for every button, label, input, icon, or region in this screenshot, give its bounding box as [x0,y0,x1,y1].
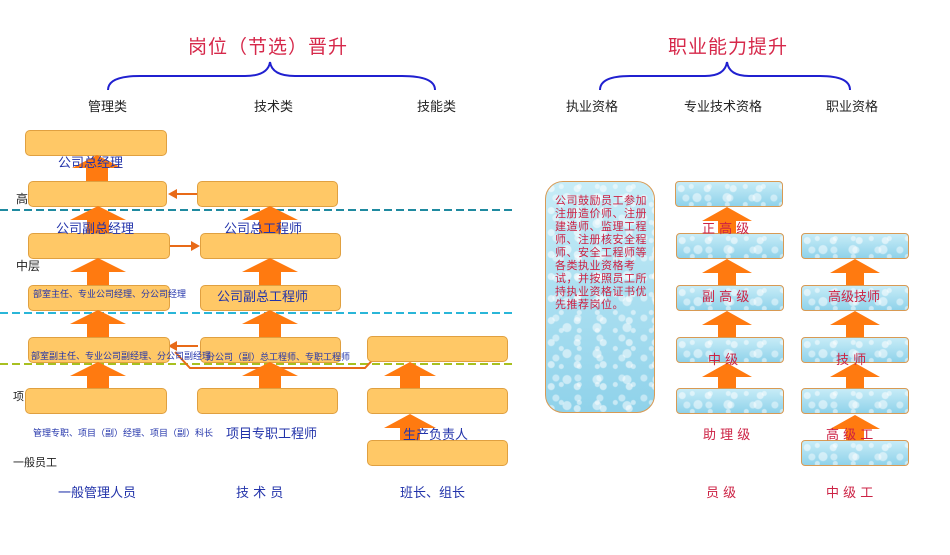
label-general-manager: 公司总经理 [58,156,124,171]
protech-box-2 [676,233,784,259]
label-project-engineer: 项目专职工程师 [226,427,318,442]
label-staff-title: 员 级 [706,486,737,501]
label-senior-worker: 高 级 工 [826,428,874,443]
label-senior-title: 正 高 级 [702,222,750,237]
protech-box-5 [676,388,784,414]
label-vice-general-manager: 公司副总经理 [56,222,135,237]
label-dept-deputy: 部室副主任、专业公司副经理、分公司副经理 [31,352,212,362]
skill-box-3 [367,440,508,466]
category-management: 管理类 [88,100,128,115]
label-production-lead: 生产负责人 [403,428,469,443]
label-chief-engineer: 公司总工程师 [224,222,303,237]
protech-box-4 [676,337,784,363]
protech-box-1 [675,181,783,207]
label-project-manager: 管理专职、项目（副）经理、项目（副）科长 [33,429,214,439]
practice-note-text: 公司鼓励员工参加注册造价师、注册建造师、监理工程师、注册核安全程师、安全工程师等… [555,194,647,311]
tech-box-5 [197,388,338,414]
tech-box-4 [200,337,341,363]
skill-box-1 [367,336,508,362]
tech-box-3 [200,285,341,311]
vocational-box-5 [801,440,909,466]
category-pro-tech-qualification: 专业技术资格 [684,100,763,115]
label-assistant-title: 助 理 级 [703,428,751,443]
mgmt-box-1 [25,130,167,156]
mgmt-box-6 [25,388,167,414]
vocational-box-2 [801,285,909,311]
vocational-box-1 [801,233,909,259]
vocational-box-4 [801,388,909,414]
label-senior-technician: 高级技师 [828,290,881,305]
practice-note-card: 公司鼓励员工参加注册造价师、注册建造师、监理工程师、注册核安全程师、安全工程师等… [545,181,655,413]
label-vice-chief-engineer: 公司副总工程师 [217,290,309,305]
category-technical: 技术类 [254,100,294,115]
label-technician: 技 术 员 [236,486,284,501]
category-vocational-qualification: 职业资格 [826,100,879,115]
vocational-box-3 [801,337,909,363]
level-middle: 中层 [16,259,41,273]
protech-box-3 [676,285,784,311]
level-staff: 一般员工 [13,456,57,469]
label-team-lead: 班长、组长 [400,486,466,501]
label-technician-grade: 技 师 [836,353,867,368]
label-dept-head: 部室主任、专业公司经理、分公司经理 [33,290,187,300]
label-intermediate-worker: 中 级 工 [826,486,874,501]
category-skill: 技能类 [417,100,457,115]
label-branch-engineer: 分公司（副）总工程师、专职工程师 [206,353,351,363]
left-title: 岗位（节选）晋升 [188,36,349,58]
label-vice-senior-title: 副 高 级 [702,290,750,305]
label-intermediate-title: 中 级 [708,353,739,368]
tech-box-1 [197,181,338,207]
category-practice-qualification: 执业资格 [566,100,619,115]
label-general-staff: 一般管理人员 [58,486,137,501]
right-title: 职业能力提升 [668,36,789,58]
skill-box-2 [367,388,508,414]
tech-box-2 [200,233,341,259]
